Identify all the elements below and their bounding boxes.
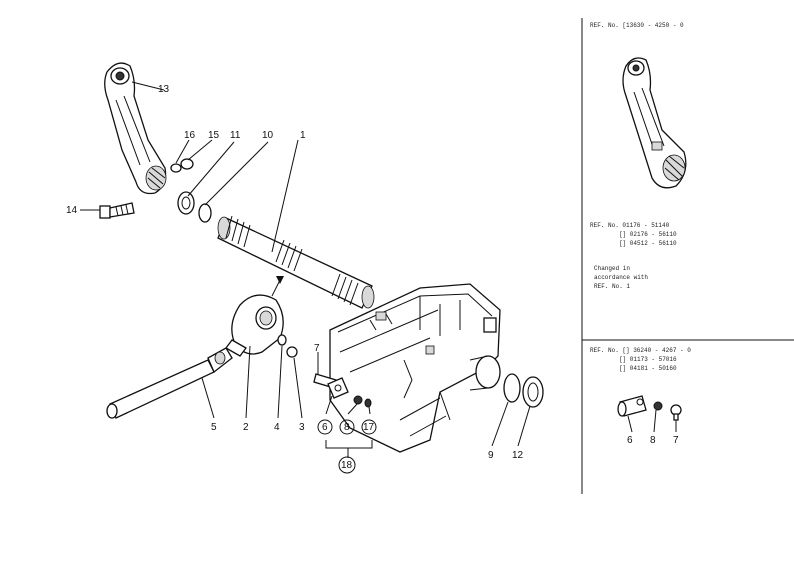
callout-11: 11 [230, 130, 241, 141]
callout-8: 8 [344, 422, 350, 433]
callout-4: 4 [274, 422, 280, 433]
svg-text:Changed in: Changed in [594, 265, 630, 272]
svg-text:[] 01173 - 57016: [] 01173 - 57016 [619, 356, 677, 363]
inset-bracket-part-6 [617, 395, 647, 417]
callout-3: 3 [299, 422, 305, 433]
callout-circles [317, 419, 377, 474]
inset-label-6: 6 [627, 435, 633, 446]
callout-15: 15 [208, 130, 220, 141]
nut-part-17 [364, 398, 372, 408]
callout-17: 17 [363, 422, 375, 433]
nut-part-15 [180, 158, 194, 170]
collar-part-11 [177, 191, 195, 215]
svg-text:[] 04512 - 56110: [] 04512 - 56110 [619, 240, 677, 247]
callout-7: 7 [314, 343, 320, 354]
collar-part-12 [522, 376, 544, 408]
bracket-part-6 [327, 377, 349, 399]
callout-2: 2 [243, 422, 249, 433]
bolt-part-14 [99, 202, 135, 219]
svg-text:accordance with: accordance with [594, 274, 648, 281]
assembly-arrow [271, 276, 284, 297]
washer-part-4 [277, 334, 287, 346]
o-ring-part-9 [503, 373, 521, 403]
washer-part-16 [170, 163, 182, 173]
svg-text:[] 04181 - 50160: [] 04181 - 50160 [619, 365, 677, 372]
svg-text:REF. No. 01176 - 51140: REF. No. 01176 - 51140 [590, 222, 670, 229]
callout-16: 16 [184, 130, 196, 141]
svg-text:REF. No. [] 36240 - 4267 - 0: REF. No. [] 36240 - 4267 - 0 [590, 347, 691, 354]
lift-rod-part-5 [106, 347, 233, 419]
callout-10: 10 [262, 130, 274, 141]
change-note-text: Changed in accordance with REF. No. 1 [594, 265, 648, 290]
ref-top-text: REF. No. [13630 - 4250 - 0 [590, 22, 684, 29]
svg-text:[] 02176 - 56110: [] 02176 - 56110 [619, 231, 677, 238]
callout-14: 14 [66, 205, 78, 216]
svg-text:REF. No. 1: REF. No. 1 [594, 283, 630, 290]
washer-part-8 [353, 395, 363, 405]
lift-shaft-part-1 [217, 215, 375, 309]
callout-12: 12 [512, 450, 524, 461]
lever-part-2 [225, 294, 284, 357]
callout-5: 5 [211, 422, 217, 433]
callout-1: 1 [300, 130, 306, 141]
ref-bottom-text: REF. No. [] 36240 - 4267 - 0 [] 01173 - … [590, 347, 691, 372]
inset-label-7: 7 [673, 435, 679, 446]
callout-labels: 1 2 3 4 5 6 7 8 9 10 11 12 13 14 15 16 1… [66, 84, 524, 471]
lift-arm-part-13 [104, 62, 167, 195]
leader-lines [80, 81, 531, 458]
lift-housing [329, 283, 501, 453]
inset-lift-arm [622, 57, 687, 189]
callout-18: 18 [341, 460, 353, 471]
inset-washer-part-8 [653, 401, 663, 411]
inset-leader-lines [627, 409, 677, 433]
callout-6: 6 [322, 422, 328, 433]
inset-label-8: 8 [650, 435, 656, 446]
callout-13: 13 [158, 84, 170, 95]
side-panel-frame [581, 18, 794, 494]
nut-part-3 [286, 346, 298, 358]
ref-mid-text: REF. No. 01176 - 51140 [] 02176 - 56110 … [590, 222, 677, 247]
callout-9: 9 [488, 450, 494, 461]
inset-pin-part-7 [670, 404, 682, 421]
o-ring-part-10 [198, 203, 212, 223]
